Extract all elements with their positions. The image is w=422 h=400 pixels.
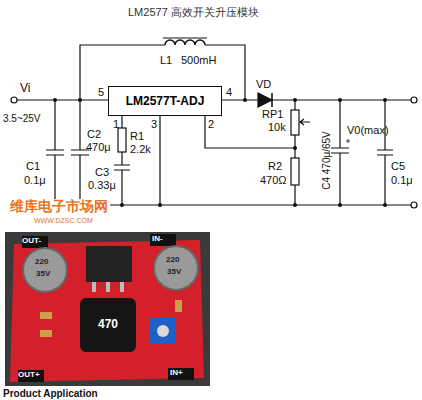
part-value: 500mH — [181, 54, 216, 66]
pin-number: 3 — [151, 118, 157, 130]
watermark: 维库电子市场网 — [8, 199, 110, 214]
capacitor-symbol — [46, 100, 64, 205]
resistor-symbol — [118, 128, 126, 152]
diagram-title: LM2577 高效开关升压模块 — [128, 6, 259, 18]
part-name: C3 — [95, 166, 109, 178]
part-name: C2 — [87, 128, 101, 140]
chip-label: LM2577T-ADJ — [126, 94, 205, 108]
pin-number: 5 — [98, 86, 104, 98]
pin-number: 2 — [208, 118, 214, 130]
inductor-marking: 470 — [98, 318, 118, 331]
part-value: 0.1μ — [24, 174, 46, 186]
board-silkscreen: OUT- — [22, 237, 41, 246]
terminal — [11, 97, 17, 103]
inductor-symbol — [165, 40, 205, 45]
wire — [159, 116, 160, 205]
input-range: 3.5~25V — [3, 113, 41, 124]
wire — [205, 116, 295, 148]
board-silkscreen: OUT+ — [18, 371, 40, 380]
wire — [114, 116, 130, 205]
module-photo — [5, 232, 210, 386]
part-value: 470μ — [86, 141, 111, 153]
part-value: 470Ω — [260, 174, 287, 186]
polarity-mark — [346, 139, 350, 143]
capacitor-marking: 35V — [167, 268, 181, 277]
diode-bar — [271, 93, 273, 107]
part-name: R2 — [268, 160, 282, 172]
capacitor-marking: 35V — [36, 270, 50, 279]
board-silkscreen: IN+ — [170, 369, 183, 378]
capacitor-marking: 220 — [166, 256, 179, 265]
terminal — [411, 97, 417, 103]
pin-number: 4 — [226, 86, 232, 98]
capacitor-marking: 220 — [35, 258, 48, 267]
part-name: R1 — [130, 130, 144, 142]
caption-text: Product Application — [3, 388, 98, 399]
watermark-url: WWW.DZSC.COM — [34, 217, 93, 225]
part-name: C5 — [391, 160, 405, 172]
part-name: L1 — [160, 54, 172, 66]
potentiometer-symbol — [291, 110, 299, 135]
part-value: 2.2k — [130, 143, 151, 155]
terminal — [411, 202, 417, 208]
part-value: 0.33μ — [88, 179, 116, 191]
pin-number: 1 — [113, 118, 119, 130]
part-value: 0.1μ — [391, 174, 413, 186]
input-label: Vi — [20, 82, 30, 95]
diode-symbol — [258, 93, 272, 107]
capacitor-symbol — [377, 100, 393, 205]
part-value: 10k — [268, 121, 286, 133]
inductor-core — [163, 38, 207, 39]
resistor-symbol — [291, 158, 299, 185]
part-name: VD — [256, 78, 271, 90]
board-silkscreen: IN- — [152, 235, 163, 244]
output-label: V0(max) — [347, 124, 389, 136]
capacitor-symbol — [331, 100, 349, 205]
part-name: C1 — [26, 160, 40, 172]
ic-chip-box: LM2577T-ADJ — [108, 86, 222, 116]
potentiometer-wiper — [300, 119, 310, 125]
part-name: RP1 — [262, 108, 283, 120]
part-label: C4 470μ/65V — [321, 131, 332, 190]
